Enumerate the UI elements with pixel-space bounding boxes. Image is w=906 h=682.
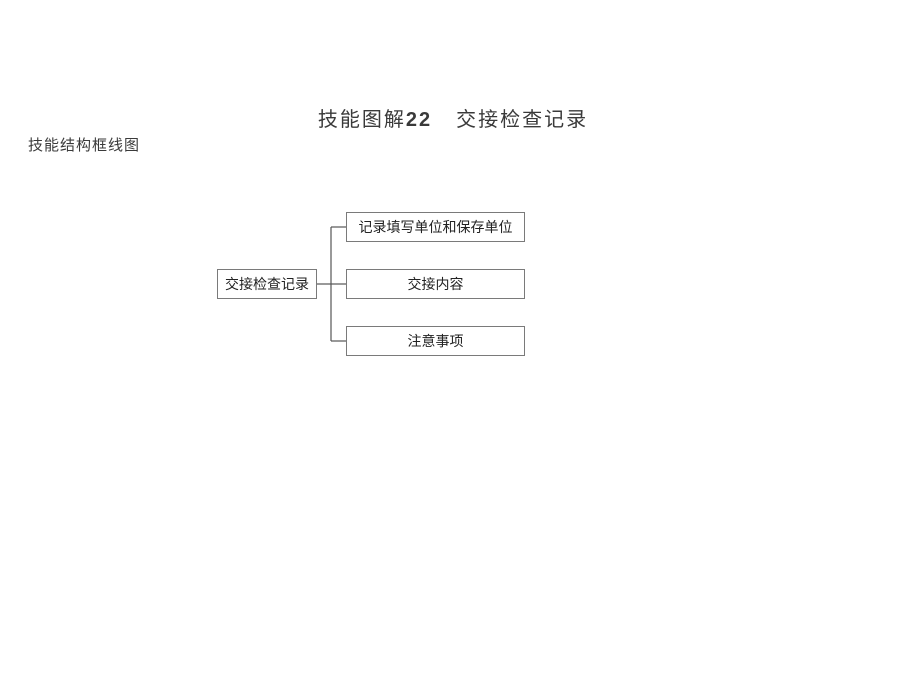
diagram-child-node-2: 交接内容 [346,269,525,299]
diagram-root-node: 交接检查记录 [217,269,317,299]
title-number: 22 [405,109,433,131]
diagram-child-node-1: 记录填写单位和保存单位 [346,212,525,242]
title-topic: 交接检查记录 [456,107,589,131]
page-title: 技能图解22 交接检查记录 [0,103,906,132]
section-subtitle: 技能结构框线图 [28,136,141,154]
diagram-child-node-3: 注意事项 [346,326,525,356]
title-prefix: 技能图解 [317,107,406,131]
